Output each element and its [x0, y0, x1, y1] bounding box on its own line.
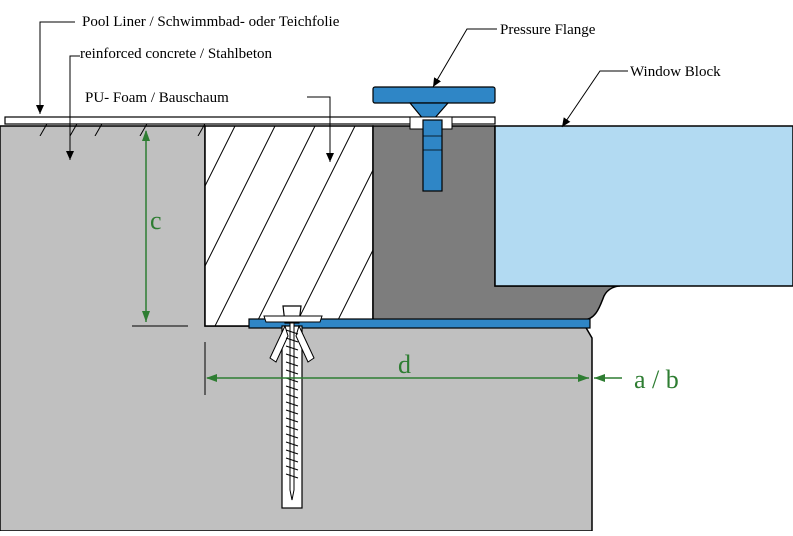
window-block-label: Window Block — [630, 64, 721, 80]
foam-leader — [307, 96, 334, 162]
anchor-screw — [263, 305, 323, 509]
pressure-flange-leader — [432, 28, 497, 88]
window-block-leader — [561, 70, 628, 128]
pressure-flange-label: Pressure Flange — [500, 22, 596, 38]
pool-liner — [4, 116, 496, 125]
foam-label: PU- Foam / Bauschaum — [85, 90, 229, 106]
dimension-c-label: c — [150, 206, 162, 235]
pool-liner-label: Pool Liner / Schwimmbad- oder Teichfolie — [82, 14, 340, 30]
dimension-d-label: d — [398, 350, 411, 379]
dimension-ab-label: a / b — [634, 365, 679, 394]
concrete-label: reinforced concrete / Stahlbeton — [80, 46, 272, 62]
pressure-flange — [372, 86, 496, 192]
window-block — [494, 125, 793, 287]
concrete-leader — [66, 55, 80, 160]
base-plate — [248, 318, 591, 329]
pool-liner-leader — [36, 21, 75, 114]
foam-hatch — [205, 126, 373, 326]
